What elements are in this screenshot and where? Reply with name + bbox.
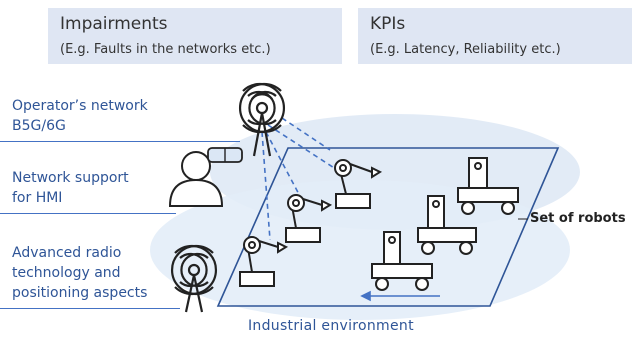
set-of-robots-label: Set of robots — [530, 211, 626, 226]
hmi-underline — [0, 213, 176, 214]
antenna-top-icon — [238, 82, 286, 157]
wireless-links — [261, 117, 346, 241]
label-line: Operator’s network — [12, 98, 148, 114]
kpis-box: KPIs (E.g. Latency, Reliability etc.) — [358, 8, 632, 64]
mobile-robot-icon — [371, 231, 433, 291]
label-line: positioning aspects — [12, 285, 148, 301]
kpis-title: KPIs — [370, 14, 406, 34]
radio-label: Advanced radio technology and positionin… — [12, 243, 147, 303]
label-line: for HMI — [12, 190, 63, 206]
radio-underline — [0, 308, 180, 309]
label-line: B5G/6G — [12, 118, 66, 134]
label-line: Network support — [12, 170, 129, 186]
movement-arrow — [360, 290, 440, 302]
vr-headset-icon — [207, 147, 243, 163]
robot-arm-icon — [334, 159, 383, 209]
operator-underline — [0, 141, 240, 142]
industrial-environment-label: Industrial environment — [248, 318, 414, 334]
antenna-bottom-icon — [170, 244, 218, 313]
industrial-floor — [216, 147, 560, 307]
operator-network-label: Operator’s network B5G/6G — [12, 96, 148, 136]
label-line: technology and — [12, 265, 121, 281]
robot-arm-icon — [239, 236, 289, 287]
impairments-title: Impairments — [60, 14, 168, 34]
kpis-subtitle: (E.g. Latency, Reliability etc.) — [370, 42, 561, 57]
hmi-label: Network support for HMI — [12, 168, 129, 208]
operator-person-icon — [168, 151, 224, 207]
mobile-robot-icon — [417, 195, 477, 255]
robot-arm-icon — [285, 194, 333, 243]
impairments-subtitle: (E.g. Faults in the networks etc.) — [60, 42, 271, 57]
impairments-box: Impairments (E.g. Faults in the networks… — [48, 8, 342, 64]
mobile-robot-icon — [457, 157, 519, 215]
label-line: Advanced radio — [12, 245, 122, 261]
